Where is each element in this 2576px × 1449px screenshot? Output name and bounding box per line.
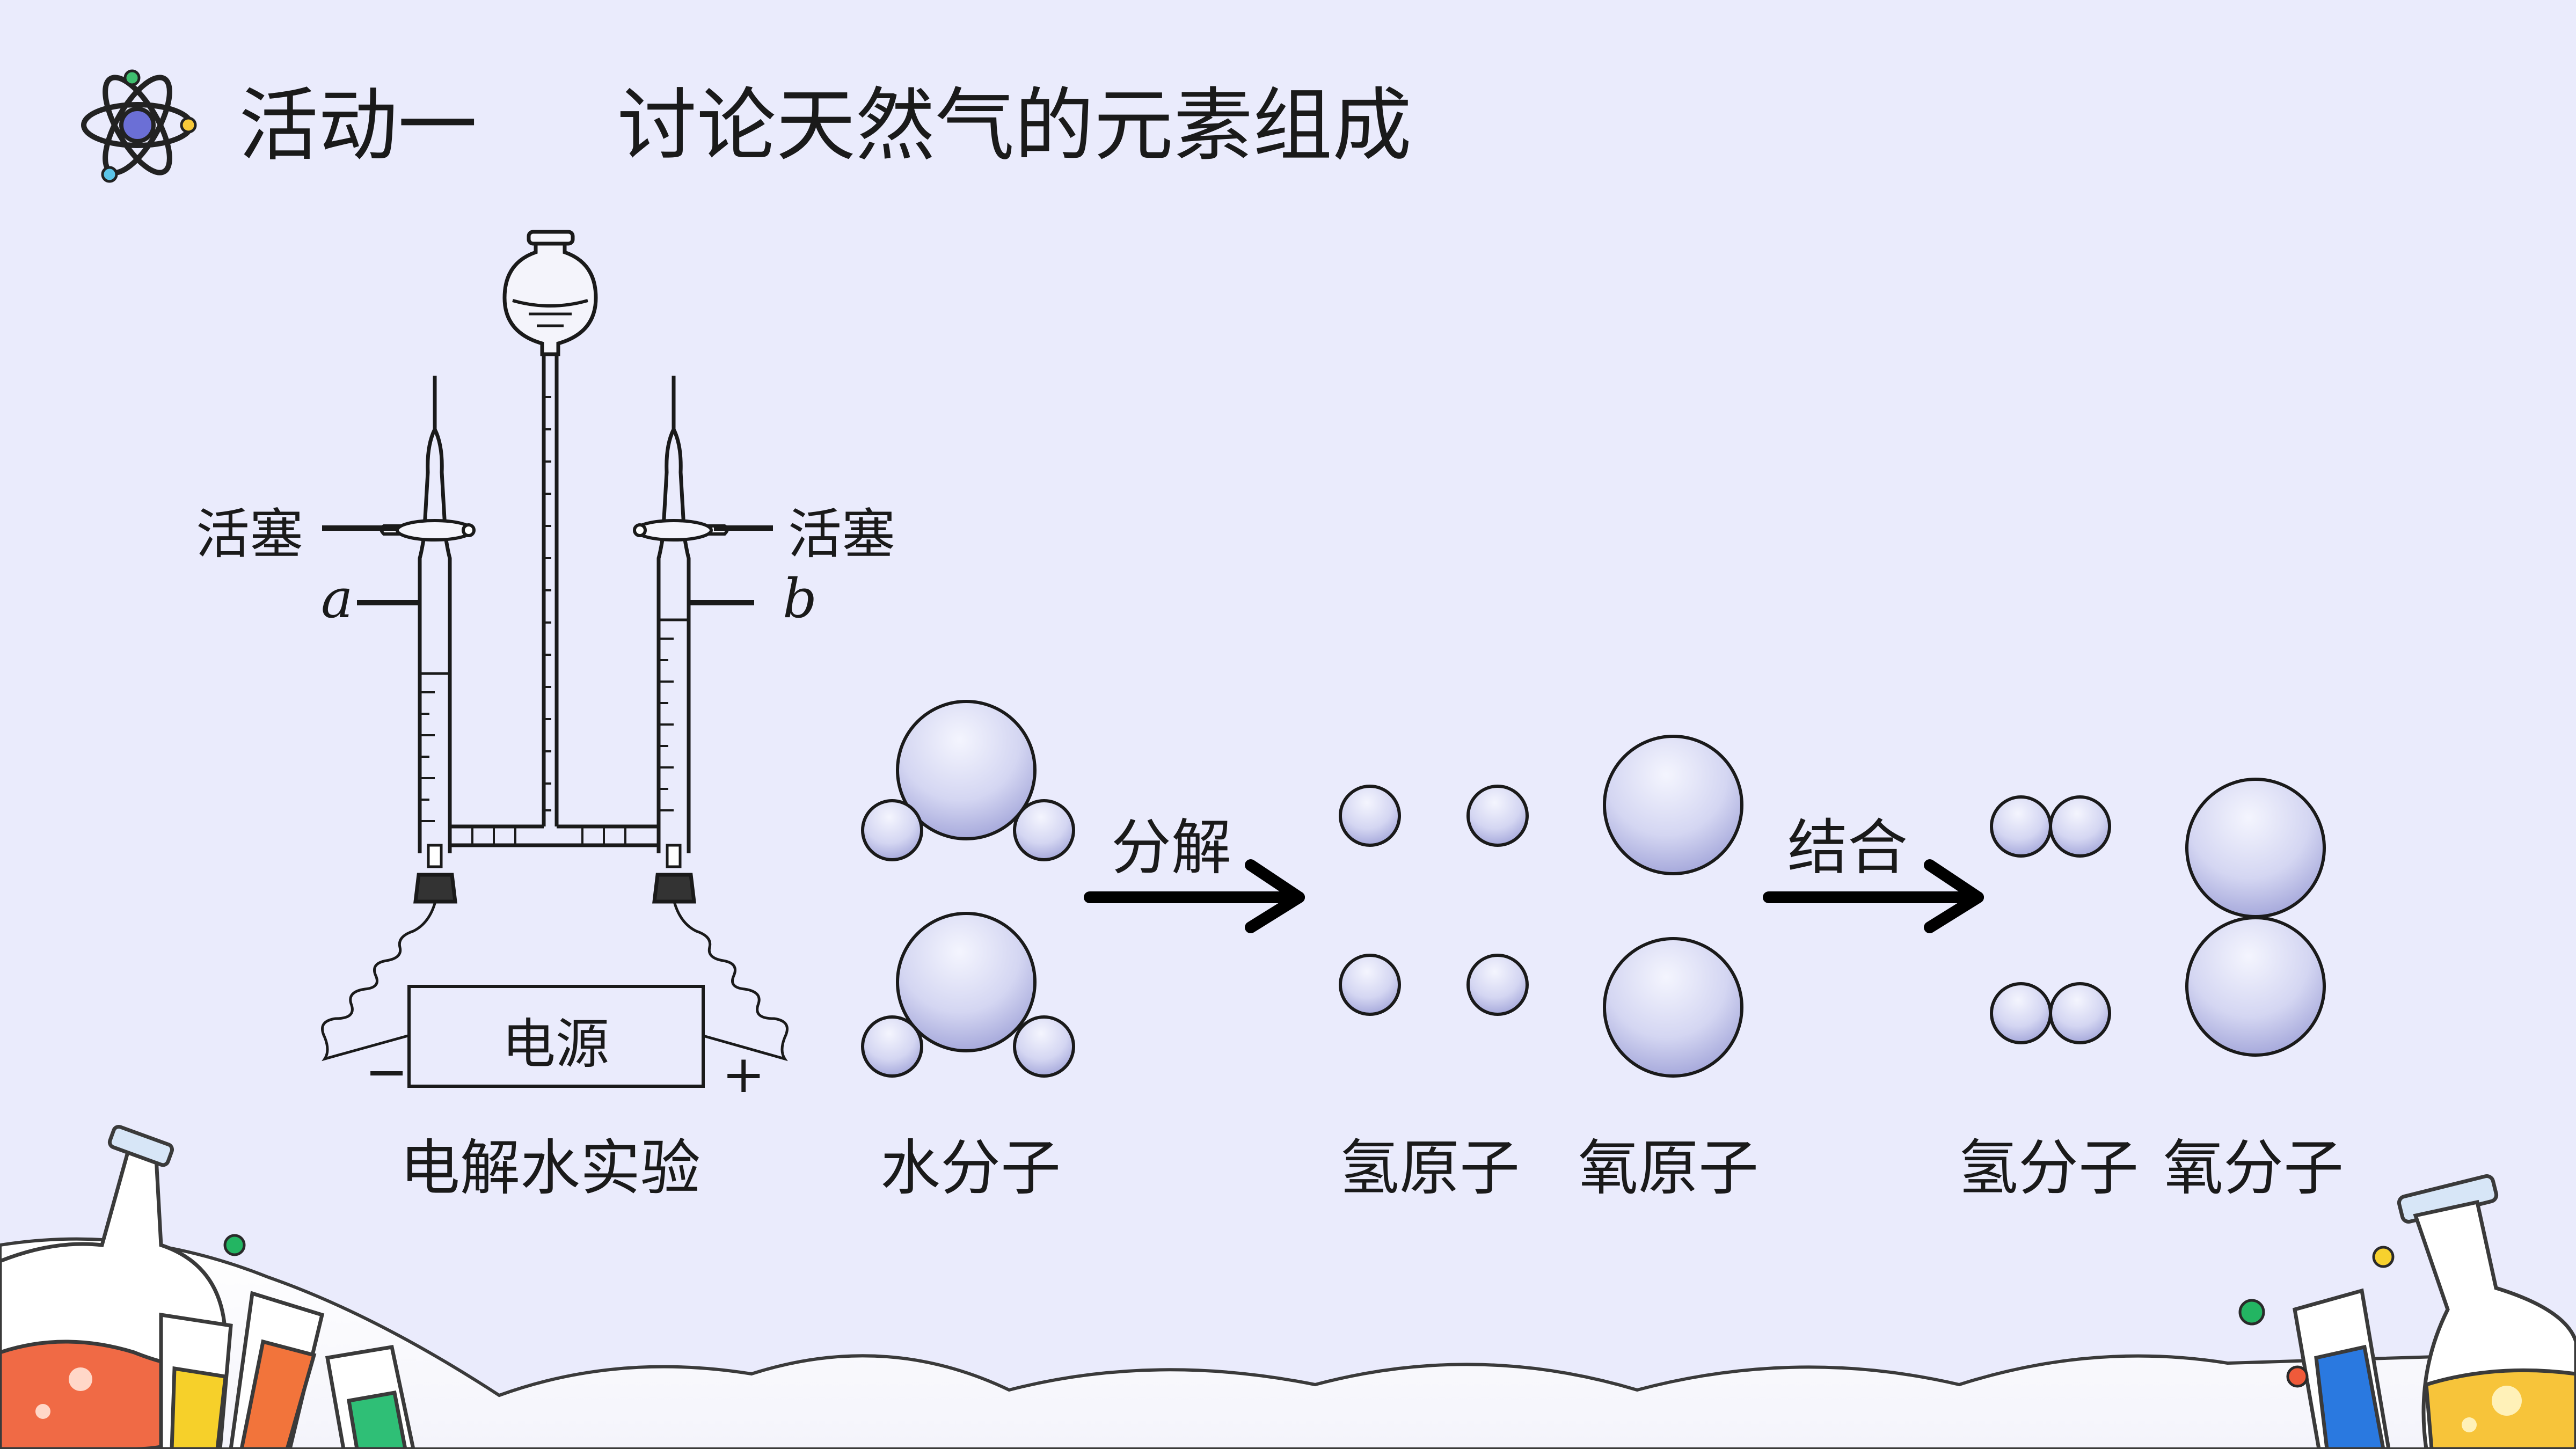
slide-title-part1: 活动一	[239, 79, 477, 172]
electrode-a-label: a	[321, 567, 353, 630]
decompose-arrow	[1084, 859, 1305, 933]
combine-label: 结合	[1787, 813, 1908, 883]
water-molecule-caption: 水分子	[880, 1133, 1061, 1203]
green-dot-right-icon	[2238, 1299, 2265, 1326]
decompose-label: 分解	[1111, 813, 1231, 883]
oxygen-atom-caption: 氧原子	[1578, 1133, 1758, 1203]
atom-icon	[81, 69, 197, 183]
water-molecules	[861, 700, 1075, 1078]
oxygen-molecule-caption: 氧分子	[2163, 1133, 2344, 1203]
electrode-b-label: b	[783, 567, 817, 630]
power-source-label: 电源	[502, 1013, 609, 1075]
electrolysis-apparatus	[321, 230, 789, 1088]
test-tube-yellow-icon	[159, 1312, 233, 1449]
oxygen-molecule	[2185, 778, 2326, 1057]
test-tube-orange-icon	[229, 1291, 325, 1449]
bottom-cloud-decoration	[0, 1237, 2576, 1449]
hydrogen-atoms	[1339, 785, 1529, 1016]
oxygen-atoms	[1603, 735, 1743, 1078]
hydrogen-atom-caption: 氢原子	[1339, 1133, 1520, 1203]
stopcock-left-label: 活塞	[196, 503, 303, 566]
red-dot-icon	[2286, 1365, 2309, 1388]
negative-terminal: −	[365, 1042, 408, 1102]
test-tube-green-icon	[325, 1344, 415, 1449]
test-tube-blue-icon	[2293, 1288, 2391, 1449]
positive-terminal: +	[722, 1044, 765, 1104]
hydrogen-molecules	[1990, 795, 2111, 1044]
electrolysis-caption: 电解水实验	[400, 1133, 700, 1203]
yellow-dot-icon	[2372, 1246, 2395, 1268]
combine-arrow	[1763, 859, 1984, 933]
slide-title-part2: 讨论天然气的元素组成	[617, 79, 1412, 172]
hydrogen-molecule-caption: 氢分子	[1958, 1133, 2139, 1203]
green-dot-icon	[223, 1234, 246, 1256]
stopcock-right-label: 活塞	[788, 503, 895, 566]
flask-right-icon	[2397, 1174, 2576, 1449]
